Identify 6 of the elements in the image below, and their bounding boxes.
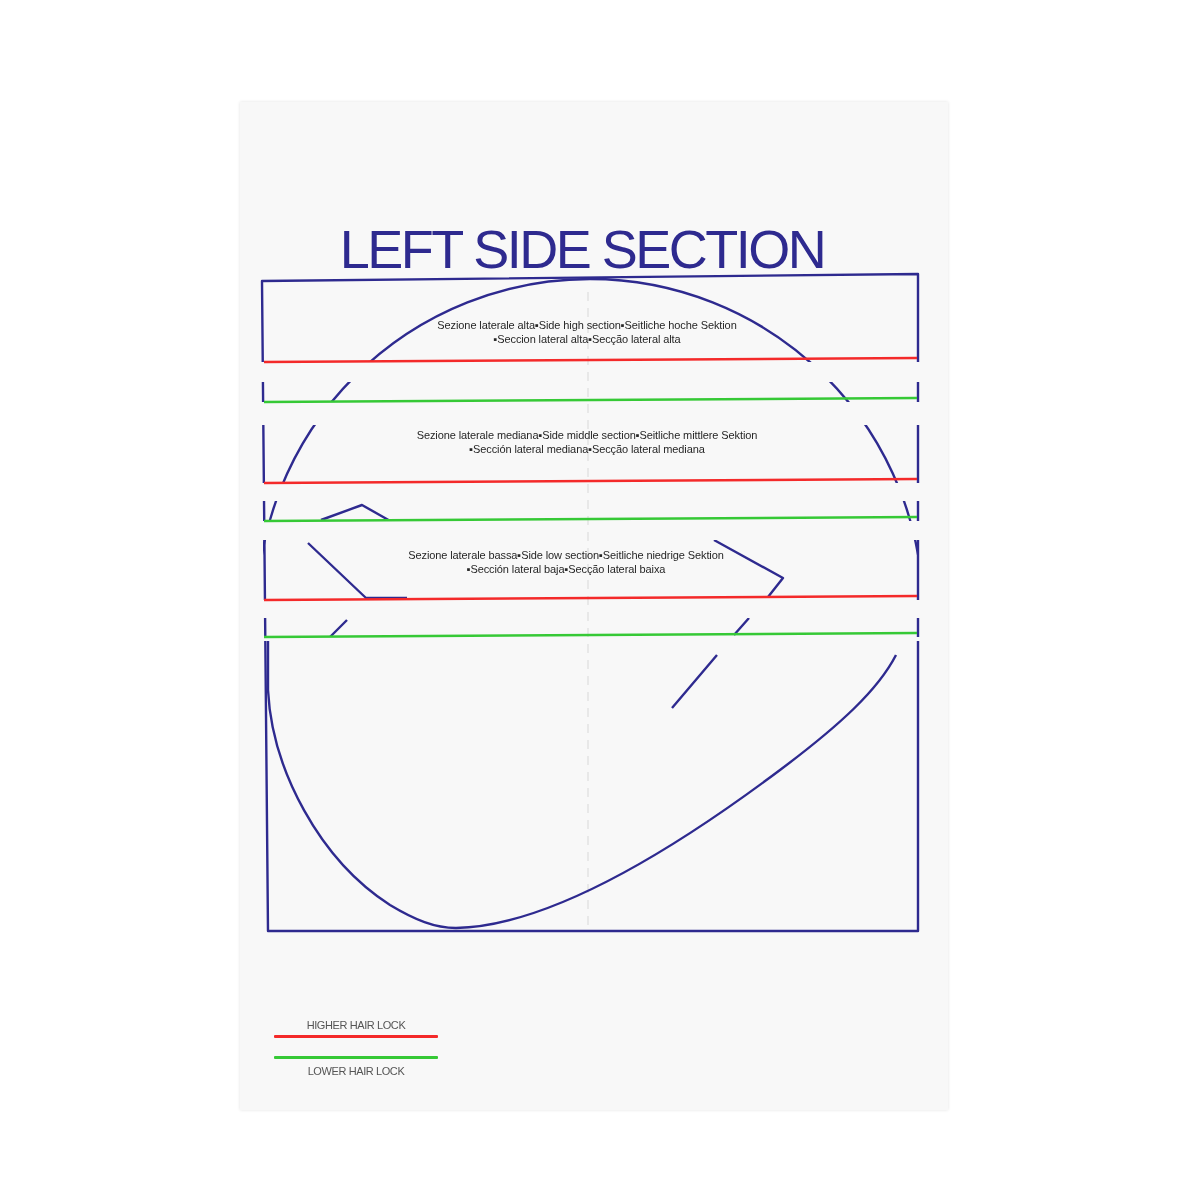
section-label: Sezione laterale mediana▪Side middle section▪Seitliche mittlere Sektion ▪Sección lateral mediana▪Secção lateral mediana [415,428,759,456]
section-label: Sezione laterale bassa▪Side low section▪Seitliche niedrige Sektion ▪Sección lateral baja▪Secção lateral baixa [407,548,725,576]
legend-label: LOWER HAIR LOCK [306,1065,406,1078]
section-label: Sezione laterale alta▪Side high section▪Seitliche hoche Sektion ▪Seccion lateral alta▪Secção lateral alta [436,318,738,346]
page-title: LEFT SIDE SECTION [339,222,825,276]
legend-label: HIGHER HAIR LOCK [305,1019,407,1032]
